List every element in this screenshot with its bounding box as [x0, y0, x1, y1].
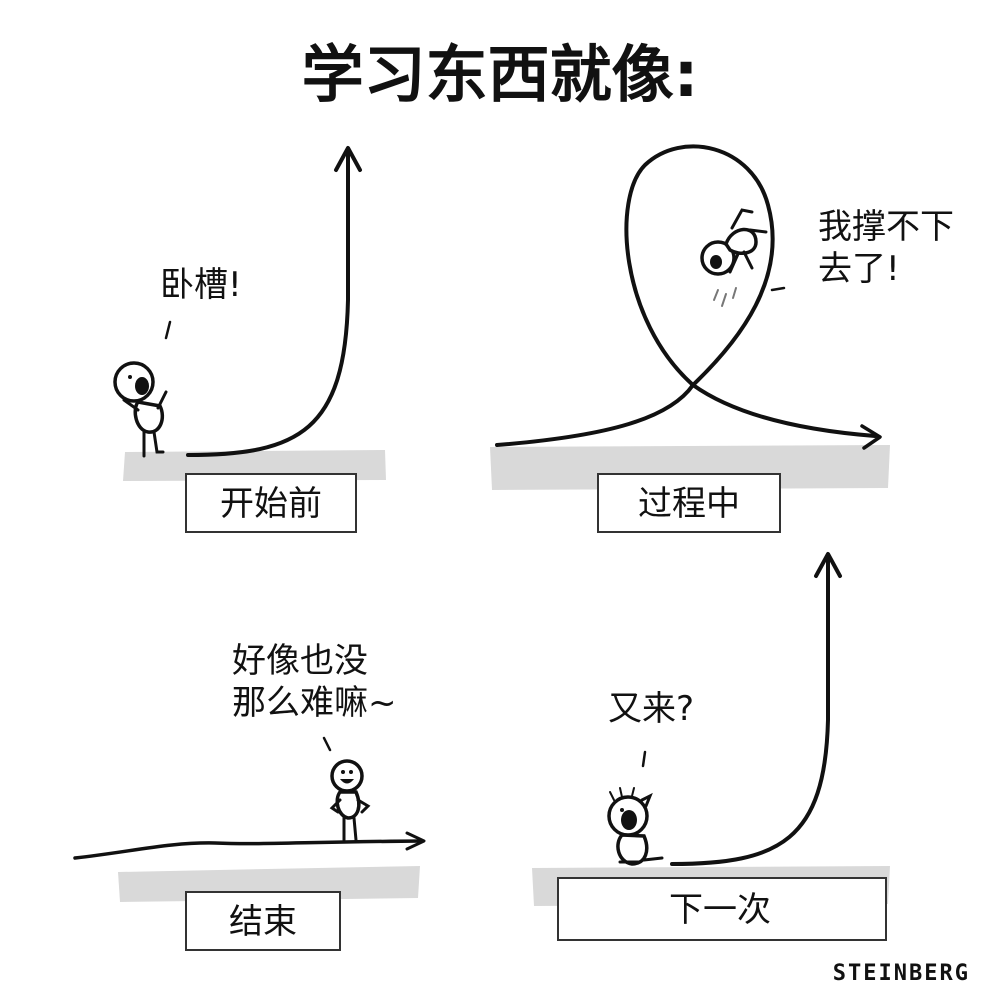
speech-text: 我撑不下 去了!: [818, 207, 965, 289]
speech-text: 好像也没 那么难嘛~: [232, 641, 397, 723]
panel-label-box: [185, 891, 341, 951]
panel-before: 卧槽! 开始前: [113, 146, 386, 533]
learning-curve-flat: [73, 839, 422, 860]
learning-curve-exponential: [186, 150, 350, 457]
stick-figure-falling: [700, 208, 768, 307]
ground-shadow: [490, 445, 890, 490]
stick-figure-dismayed: [607, 787, 664, 866]
artist-signature: STEINBERG: [833, 961, 970, 986]
panel-label-box: [557, 877, 887, 941]
panel-after: 好像也没 那么难嘛~ 结束: [73, 641, 426, 951]
arrow-head: [814, 552, 842, 578]
stick-figure-relaxed: [329, 759, 371, 842]
speech-tick: [322, 736, 332, 752]
arrow-head: [334, 146, 362, 172]
panel-label-box: [597, 473, 781, 533]
speech-text: 又来?: [608, 689, 694, 729]
panel-label: 开始前: [220, 484, 322, 524]
arrow-head: [860, 424, 882, 450]
speech-text: 卧槽!: [160, 265, 242, 305]
speech-tick: [641, 750, 647, 768]
learning-curve-exponential: [670, 556, 830, 866]
stick-figure-shocked: [113, 361, 168, 458]
learning-curve-loop: [495, 144, 877, 447]
panel-label-box: [185, 473, 357, 533]
arrow-head: [405, 831, 426, 851]
panel-next-time: 又来? 下一次: [532, 552, 890, 941]
panel-label: 下一次: [669, 890, 771, 930]
speech-tick: [164, 320, 172, 340]
comic-title: 学习东西就像:: [302, 38, 699, 111]
speech-tick: [770, 286, 786, 292]
panel-during: 我撑不下 去了! 过程中: [490, 144, 965, 533]
panel-label: 结束: [229, 902, 297, 942]
panel-label: 过程中: [638, 484, 740, 524]
